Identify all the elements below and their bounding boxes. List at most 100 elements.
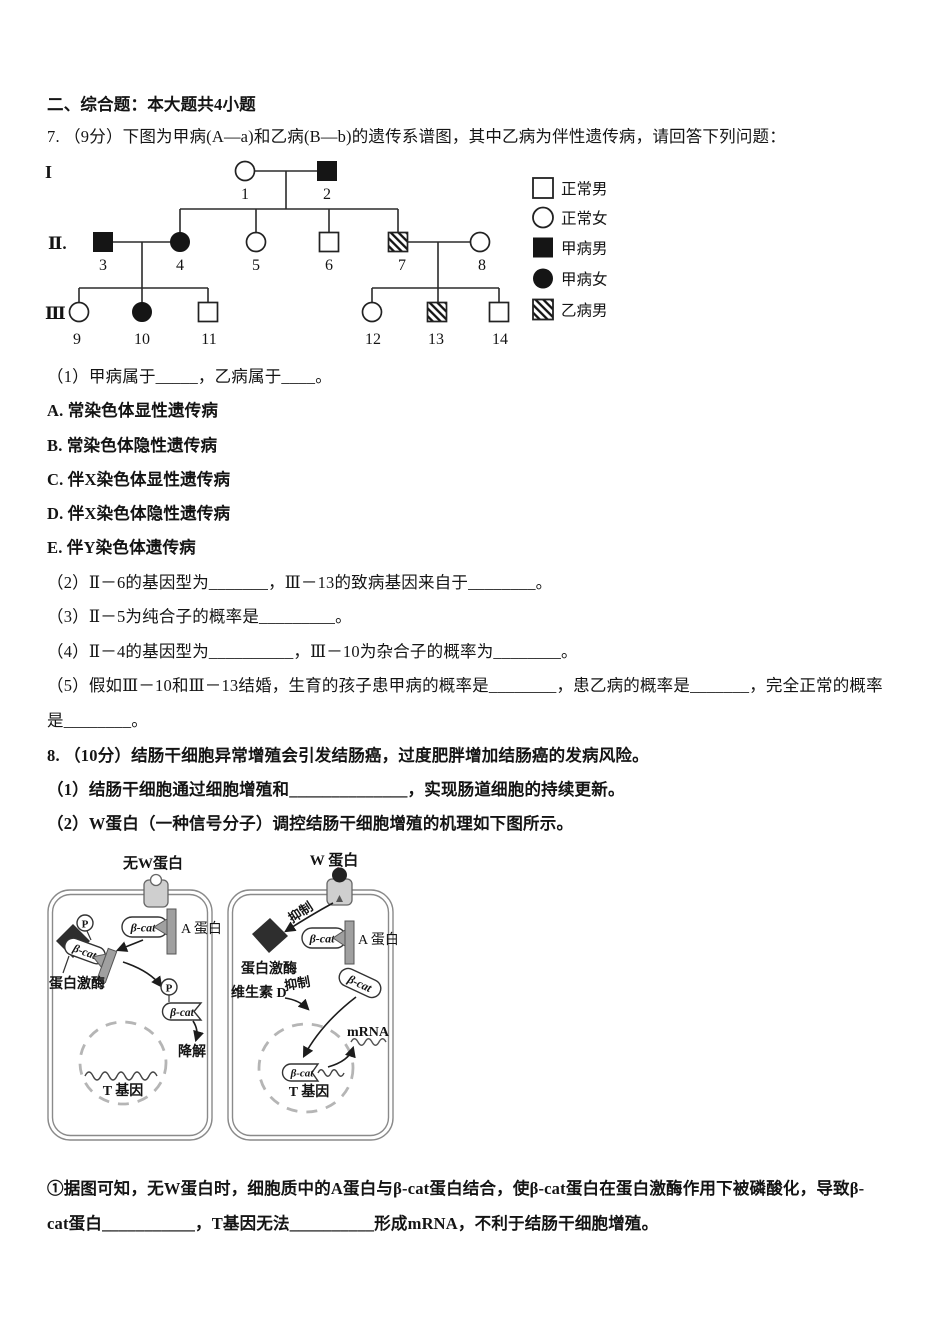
svg-text:P: P: [82, 919, 89, 931]
beta-cat-on-gene: [281, 1063, 320, 1082]
generation-label-1: I: [45, 162, 52, 182]
pedigree-chart: I Ⅱ. Ⅲ 1 2 3 4 5 6 7 8 9 10: [45, 160, 608, 348]
arrow-transcription: [327, 1045, 356, 1068]
legend-normal-female-icon: [532, 206, 554, 229]
receptor-with-w-protein-icon: [326, 867, 353, 906]
legend-label: 甲病男: [561, 240, 608, 258]
svg-text:4: 4: [176, 257, 184, 274]
kinase-label: 蛋白激酶: [49, 975, 105, 992]
q7-option-a: A. 常染色体显性遗传病: [47, 401, 219, 420]
receptor-icon: [143, 873, 169, 908]
nucleus: T 基因: [78, 1020, 168, 1106]
anchor-fragment: [92, 947, 118, 984]
svg-text:8: 8: [478, 257, 486, 274]
a-protein-arrowhead: [153, 918, 168, 936]
q7-option-d: D. 伴X染色体隐性遗传病: [47, 504, 231, 523]
section-header: 二、综合题：本大题共4小题: [47, 95, 256, 114]
q7-blank-5-line2: 是________。: [47, 711, 148, 730]
legend-label: 正常男: [561, 180, 608, 198]
pedigree-connector-lines: [78, 170, 500, 303]
individual-III-11: 11: [197, 301, 219, 348]
free-beta-cat: β-cat: [338, 967, 382, 999]
cell-membrane-outer: [227, 889, 394, 1141]
beta-cat-label: β-cat: [309, 932, 335, 946]
individual-III-9: 9: [68, 301, 90, 348]
legend-label: 正常女: [561, 209, 608, 228]
left-cell-no-w-protein: 无W蛋白 β-cat A 蛋白 P β-cat: [47, 854, 222, 1141]
phosphate-icon: [76, 914, 94, 932]
individual-III-12: 12: [361, 301, 383, 348]
left-cell-title: 无W蛋白: [122, 854, 183, 872]
arrow-inhibit-kinase: [284, 902, 334, 933]
a-protein-anchor: [166, 908, 177, 955]
svg-text:1: 1: [241, 186, 249, 203]
svg-text:11: 11: [201, 331, 216, 348]
svg-text:P: P: [166, 983, 173, 995]
right-cell-with-w-protein: W 蛋白 抑制 蛋白激酶 β-cat A 蛋白 β-cat 维生素 D: [227, 852, 397, 1141]
individual-III-14: 14: [488, 301, 510, 348]
legend-label: 乙病男: [561, 302, 608, 320]
q8-intro-2: （2）W蛋白（一种信号分子）调控结肠干细胞增殖的机理如下图所示。: [47, 814, 574, 833]
cell-membrane-outer: [47, 889, 213, 1141]
individual-II-8: 8: [469, 231, 491, 274]
inhibit-label: 抑制: [283, 974, 311, 993]
q7-stem: 7. （9分）下图为甲病(A—a)和乙病(B—b)的遗传系谱图，其中乙病为伴性遗…: [47, 127, 786, 146]
individual-II-7: 7: [387, 231, 409, 274]
q7-blank-4: （4）Ⅱ－4的基因型为__________，Ⅲ－10为杂合子的概率为______…: [47, 642, 578, 661]
receptor-signal-tick: [336, 895, 343, 902]
individual-II-5: 5: [245, 231, 267, 274]
kinase-label: 蛋白激酶: [241, 960, 297, 977]
q8-blank-1: （1）结肠干细胞通过细胞增殖和______________，实现肠道细胞的持续更…: [47, 780, 625, 799]
beta-cat-label: β-cat: [130, 921, 156, 935]
pedigree-legend: 正常男 正常女 甲病男 甲病女 乙病男: [532, 177, 608, 321]
a-protein-arrowhead: [332, 929, 346, 947]
protein-kinase-icon: [252, 918, 288, 953]
legend-normal-male-icon: [532, 177, 554, 199]
q7-blank-2: （2）Ⅱ－6的基因型为_______，Ⅲ－13的致病基因来自于________。: [47, 573, 553, 592]
cell-membrane-inner: [51, 893, 209, 1137]
svg-text:14: 14: [492, 331, 508, 348]
q8-stem: 8. （10分）结肠干细胞异常增殖会引发结肠癌，过度肥胖增加结肠癌的发病风险。: [47, 746, 649, 765]
arrow-beta-cat-into-nucleus: [302, 996, 357, 1058]
svg-text:10: 10: [134, 331, 150, 348]
q8-note-1-line2: cat蛋白___________，T基因无法__________形成mRNA，不…: [47, 1214, 659, 1233]
individual-II-4: 4: [170, 232, 190, 274]
beta-cat-label: β-cat: [169, 1007, 195, 1019]
individual-II-6: 6: [318, 231, 340, 274]
vitamin-d-label: 维生素 D: [231, 984, 287, 1001]
individual-III-10: 10: [132, 302, 152, 348]
degrade-label: 降解: [178, 1043, 206, 1060]
a-protein-anchor: [344, 920, 355, 965]
cell-signaling-diagram: 无W蛋白 β-cat A 蛋白 P β-cat: [47, 852, 397, 1141]
svg-text:7: 7: [398, 257, 406, 274]
dna-wavy-line: [317, 1069, 345, 1077]
legend-label: 甲病女: [561, 270, 608, 289]
arrow-to-kinase: [115, 939, 144, 952]
mrna-label: mRNA: [347, 1025, 390, 1040]
nucleus: β-cat T 基因: [257, 1022, 355, 1114]
arrow-phosphorylation: [122, 961, 163, 988]
phosphorylated-beta-cat: P β-cat: [160, 978, 203, 1021]
a-protein-label: A 蛋白: [358, 932, 397, 948]
svg-text:13: 13: [428, 331, 444, 348]
svg-text:12: 12: [365, 331, 381, 348]
a-protein-label: A 蛋白: [181, 921, 222, 937]
q7-option-e: E. 伴Y染色体遗传病: [47, 538, 196, 557]
legend-disease-a-female-icon: [533, 268, 553, 289]
svg-text:9: 9: [73, 331, 81, 348]
mrna-wavy-line: [350, 1038, 387, 1046]
beta-cat-a-protein-complex: β-cat A 蛋白: [301, 920, 397, 965]
beta-cat-a-protein-complex: β-cat A 蛋白: [121, 908, 222, 955]
arrow-degradation: [192, 1020, 204, 1043]
t-gene-label: T 基因: [103, 1082, 144, 1099]
individual-I-2: 2: [317, 161, 337, 203]
individual-II-3: 3: [93, 232, 113, 274]
svg-text:3: 3: [99, 257, 107, 274]
q7-blank-3: （3）Ⅱ－5为纯合子的概率是_________。: [47, 607, 352, 626]
q7-blank-1: （1）甲病属于_____，乙病属于____。: [47, 367, 332, 386]
svg-text:6: 6: [325, 257, 333, 274]
right-cell-title: W 蛋白: [310, 852, 358, 869]
q8-note-1-line1: ①据图可知，无W蛋白时，细胞质中的A蛋白与β-cat蛋白结合，使β-cat蛋白在…: [47, 1179, 865, 1198]
svg-text:2: 2: [323, 186, 331, 203]
